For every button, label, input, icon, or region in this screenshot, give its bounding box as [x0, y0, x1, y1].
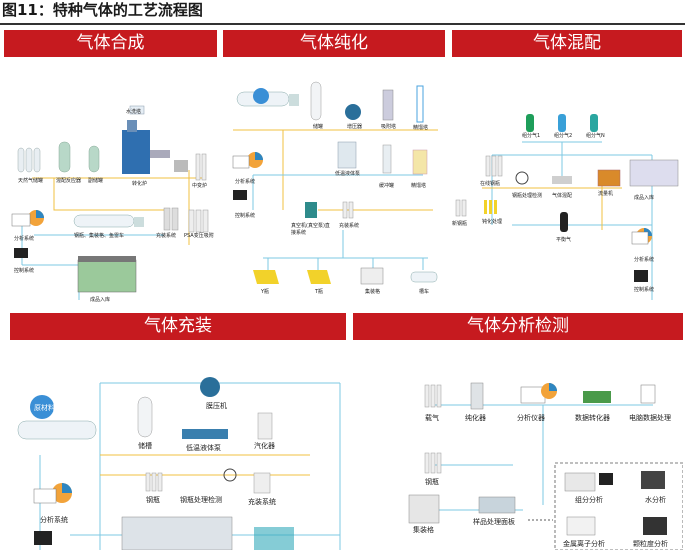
pur-cryo-pump-label: 低温液体泵 [335, 171, 361, 177]
syn-trucks-label: 钢瓶、集装格、鱼雷车 [74, 233, 125, 239]
synthesis-flow-diagram [11, 105, 209, 300]
fill-compressor-label: 膜压机 [206, 402, 227, 410]
fill-cryo-pump-label: 低温液体泵 [186, 444, 221, 452]
mix-online-label: 在线钢瓶 [480, 181, 501, 187]
pur-truck-label: 槽车 [419, 289, 430, 295]
syn-furnace-label: 转化炉 [132, 181, 148, 187]
analysis-flow-diagram [408, 382, 683, 550]
pur-bundle-label: 集装格 [365, 289, 381, 295]
fill-vaporizer-label: 汽化器 [254, 442, 275, 450]
banner-gas-analysis: 气体分析检测 [353, 313, 683, 340]
ana-carrier-label: 载气 [425, 414, 439, 422]
pur-rectifier-label: 精馏塔 [413, 125, 429, 131]
mixing-panel: 组分气1 组分气2 组分气N 在线钢瓶 钢瓶处理检测 气体混配 流量机 成品入库… [452, 60, 683, 305]
syn-psa-label: PSA变压吸附 [184, 233, 214, 239]
syn-filling-label: 充装系统 [156, 233, 177, 239]
pur-tank-label: 储罐 [313, 124, 324, 130]
syn-analysis-label: 分析系统 [14, 236, 35, 242]
mix-mix-gas-label: 气体混配 [552, 193, 573, 199]
pur-filling-label: 充装系统 [339, 223, 360, 229]
ana-purifier-label: 纯化器 [465, 414, 486, 422]
pur-vacuum-label: 真空机(真空泵)直接系统 [291, 223, 330, 236]
mix-new-cyl-label: 新钢瓶 [452, 221, 468, 227]
mixing-flow-diagram [455, 114, 679, 300]
pur-control-label: 控制系统 [235, 213, 256, 219]
pur-y-cyl-label: Y瓶 [261, 289, 270, 295]
analysis-panel: 载气 纯化器 分析仪器 数据转化器 电脑数据处理 钢瓶 集装格 样品处理面板 组… [353, 345, 683, 550]
syn-pre-reactor-label: 混配反应器 [56, 178, 82, 184]
banner-gas-mixing: 气体混配 [452, 30, 682, 57]
synthesis-panel: 水洗塔 天然气储罐 混配反应器 副储罐 转化炉 中变炉 分析系统 控制系统 钢瓶… [4, 60, 218, 305]
banner-gas-synthesis: 气体合成 [4, 30, 217, 57]
fill-raw-label: 原材料 [34, 404, 55, 412]
fill-cyl-check-label: 钢瓶处理检测 [180, 496, 222, 504]
syn-decompose-label: 副储罐 [88, 178, 104, 184]
fill-tank-label: 储槽 [138, 442, 152, 450]
mix-comp2-label: 组分气2 [554, 133, 573, 139]
mix-comp1-label: 组分气1 [522, 133, 541, 139]
ana-instrument-label: 分析仪器 [517, 414, 545, 422]
ana-sample-panel-label: 样品处理面板 [473, 518, 515, 526]
mix-analysis-label: 分析系统 [634, 257, 655, 263]
ana-particle-label: 颗粒度分析 [633, 540, 668, 548]
pur-t-cyl-label: T瓶 [315, 289, 324, 295]
filling-flow-diagram [17, 377, 341, 550]
ana-converter-label: 数据转化器 [575, 414, 610, 422]
ana-metal-ion-label: 金属离子分析 [563, 540, 605, 548]
figure-title: 图11：特种气体的工艺流程图 [2, 1, 203, 19]
fill-analysis-label: 分析系统 [40, 516, 68, 524]
mix-cyl-process-label: 钢瓶处理检测 [512, 193, 543, 199]
syn-cooling-label: 中变炉 [192, 183, 208, 189]
purification-panel: 储罐 增压器 吸附塔 精馏塔 分析系统 控制系统 低温液体泵 缓冲罐 精馏塔 真… [223, 60, 446, 305]
mix-balance-gas-label: 平衡气 [556, 237, 572, 243]
mix-meter-label: 流量机 [598, 191, 614, 197]
mix-compn-label: 组分气N [586, 133, 605, 139]
pur-analysis-label: 分析系统 [235, 179, 256, 185]
purification-flow-diagram [232, 81, 438, 285]
mix-control-label: 控制系统 [634, 287, 655, 293]
ana-pc-label: 电脑数据处理 [629, 414, 671, 422]
fill-cylinder-label: 钢瓶 [146, 496, 160, 504]
ana-water-label: 水分析 [645, 496, 666, 504]
fill-fill-sys-label: 充装系统 [248, 498, 276, 506]
title-rule [0, 23, 685, 25]
syn-tower-label: 水洗塔 [126, 109, 142, 115]
mix-purify-label: 钝化处理 [482, 219, 503, 225]
ana-component-label: 组分分析 [575, 496, 603, 504]
syn-warehouse-label: 成品入库 [90, 297, 111, 303]
banner-gas-filling: 气体充装 [10, 313, 346, 340]
filling-panel: 原材料 膜压机 储槽 低温液体泵 汽化器 钢瓶 钢瓶处理检测 充装系统 分析系统 [10, 345, 346, 550]
syn-control-label: 控制系统 [14, 268, 35, 274]
mix-product-in-label: 成品入库 [634, 195, 655, 201]
pur-tank2-label: 精馏塔 [411, 183, 427, 189]
ana-cylinder-label: 钢瓶 [425, 478, 439, 486]
banner-gas-purification: 气体纯化 [223, 30, 445, 57]
syn-natural-gas-label: 天然气储罐 [18, 178, 44, 184]
pur-buffer-label: 缓冲罐 [379, 183, 395, 189]
ana-bundle-label: 集装格 [413, 526, 434, 534]
pur-adsorber-label: 吸附塔 [381, 124, 397, 130]
pur-compressor-label: 增压器 [347, 124, 363, 130]
